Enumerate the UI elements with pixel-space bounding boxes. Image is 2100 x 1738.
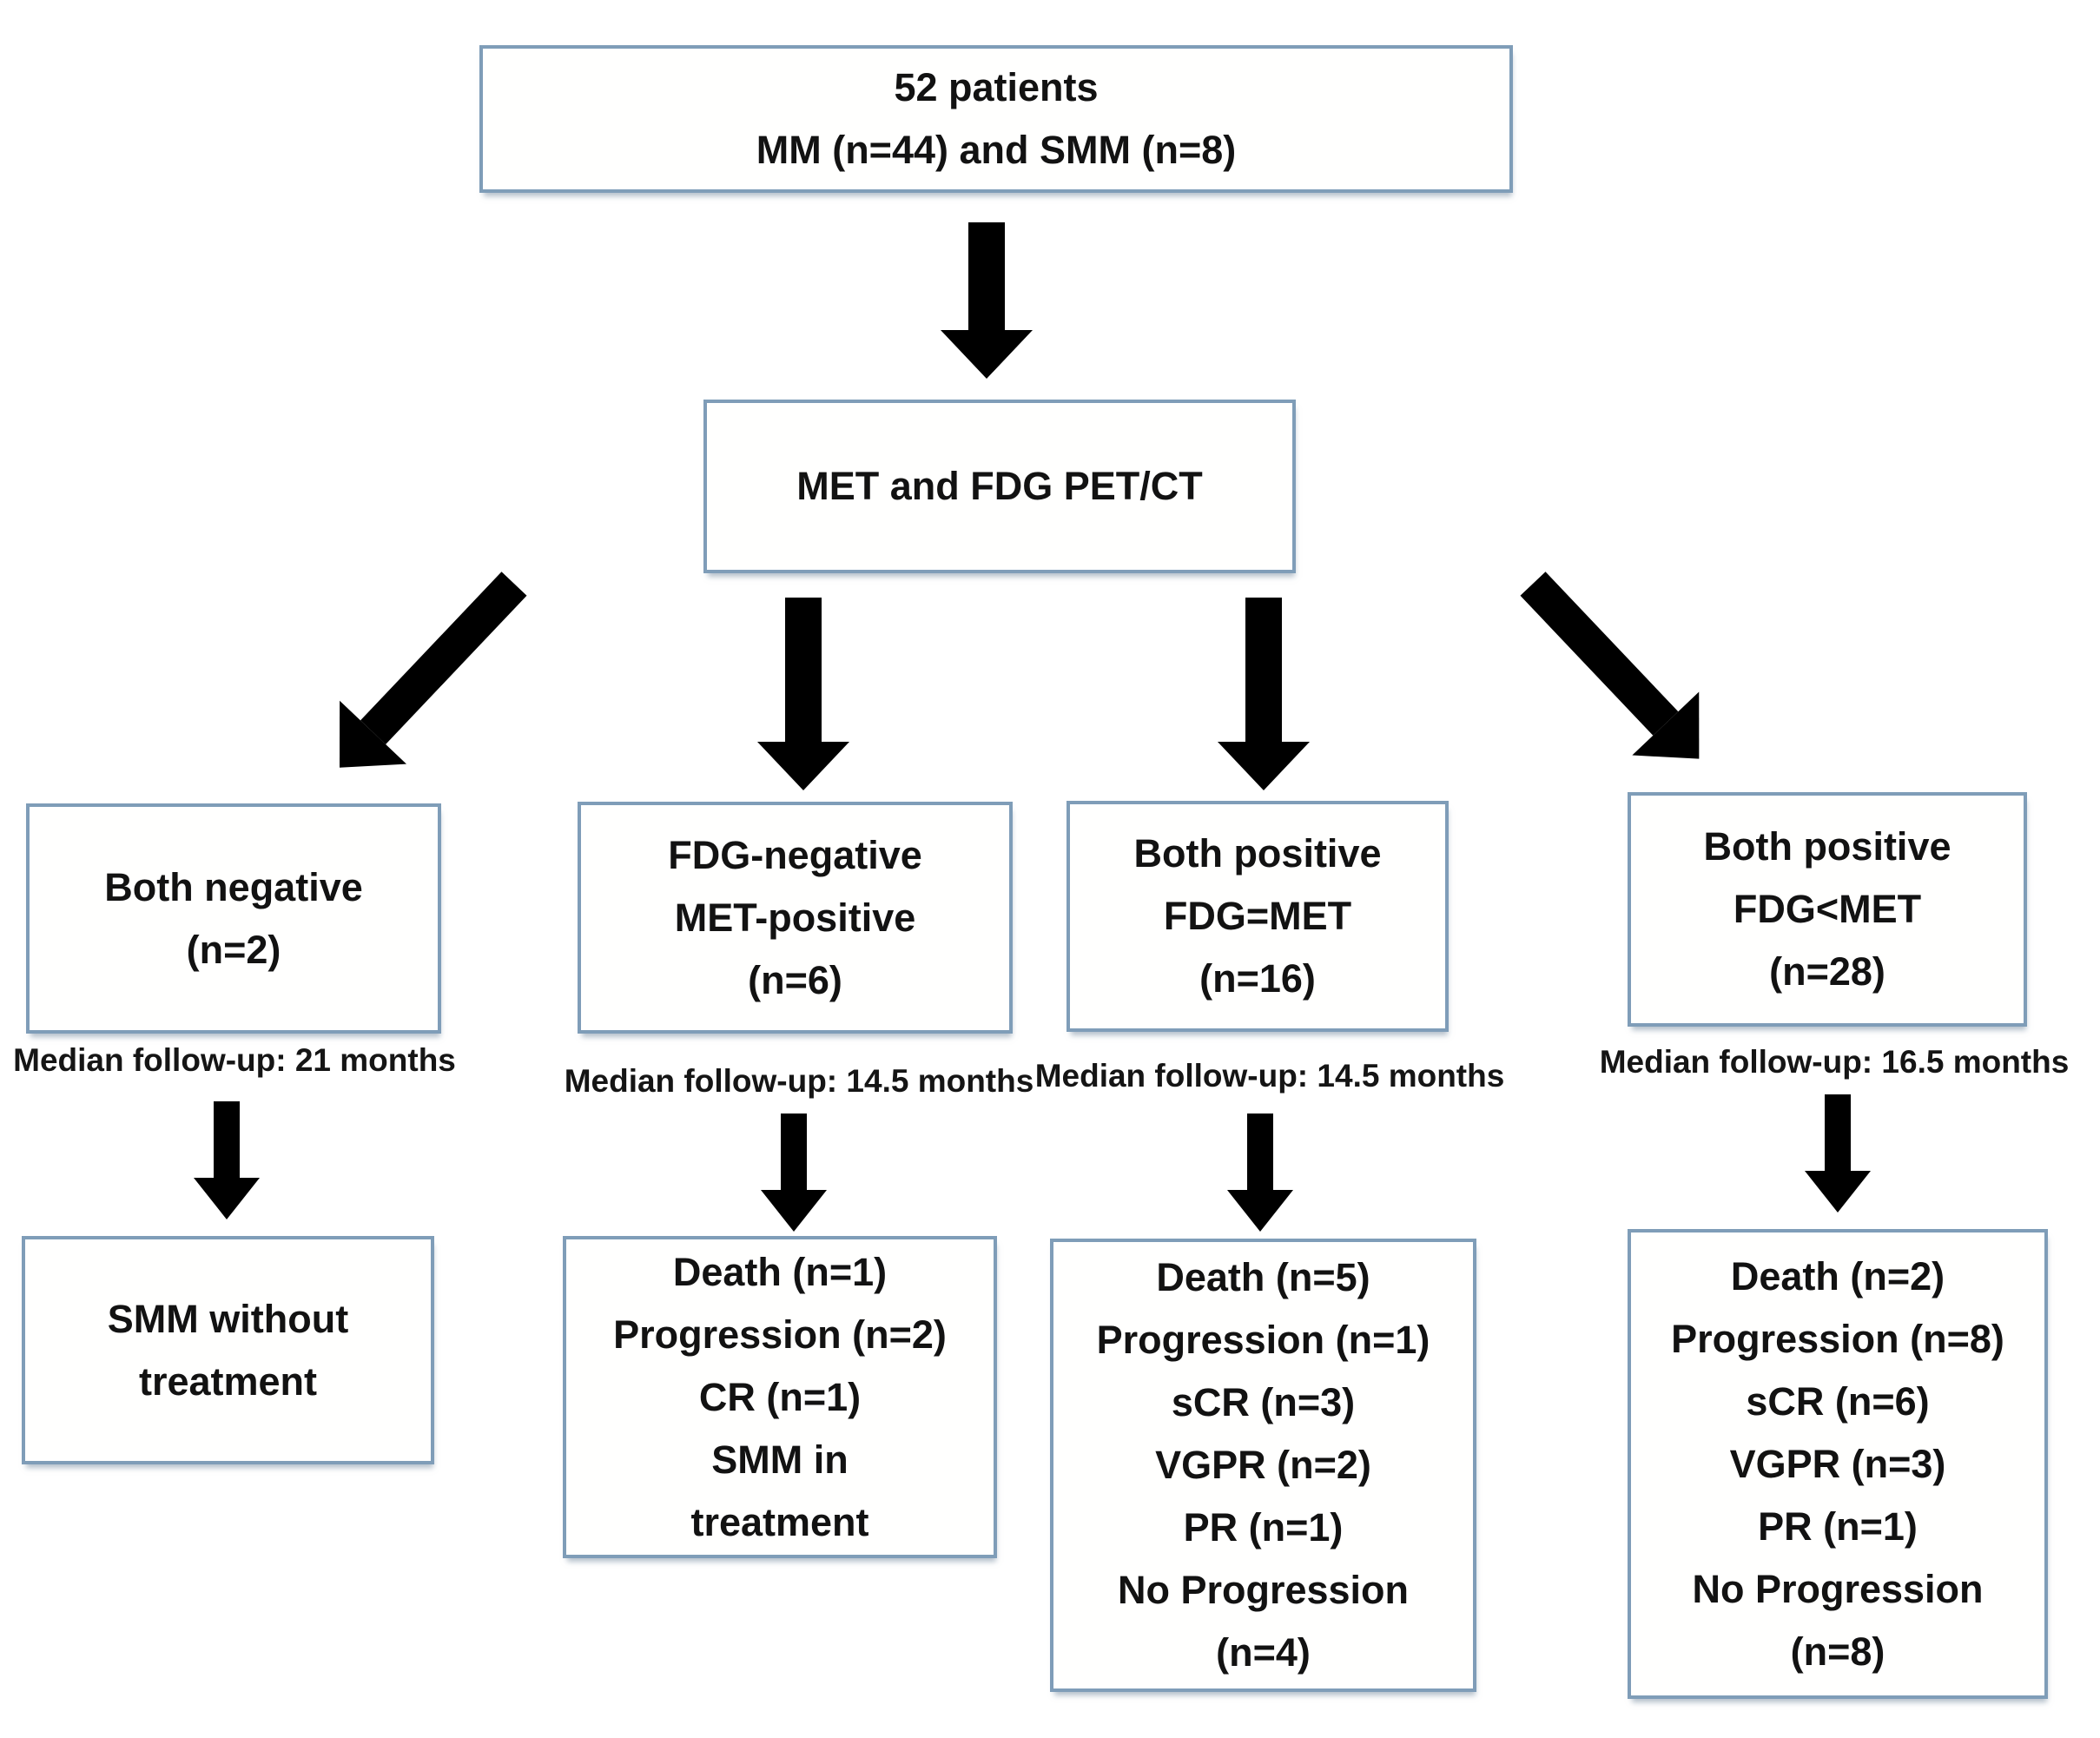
- median-followup-both-positive-equal: Median follow-up: 14.5 months: [1034, 1058, 1505, 1094]
- arrow-head: [757, 742, 849, 790]
- node-met-fdg-petct: MET and FDG PET/CT: [703, 400, 1296, 573]
- arrow-to-both-negative: [306, 552, 548, 800]
- arrow-head: [1227, 1190, 1293, 1232]
- median-followup-both-positive-less: Median follow-up: 16.5 months: [1599, 1044, 2070, 1080]
- node-both-negative: Both negative (n=2): [26, 803, 441, 1034]
- median-followup-fdg-negative-met-positive: Median follow-up: 14.5 months: [564, 1063, 1034, 1099]
- arrow-patients-to-imaging: [941, 222, 1033, 379]
- median-followup-both-negative: Median follow-up: 21 months: [13, 1042, 456, 1078]
- arrow-fdg-negative-to-outcome: [761, 1114, 827, 1232]
- node-outcome-fdg-negative-met-positive: Death (n=1) Progression (n=2) CR (n=1) S…: [563, 1236, 997, 1558]
- arrow-to-both-positive-less: [1500, 552, 1733, 791]
- arrow-head: [1805, 1171, 1871, 1213]
- node-outcome-both-positive-equal: Death (n=5) Progression (n=1) sCR (n=3) …: [1050, 1239, 1476, 1692]
- arrow-shaft: [968, 222, 1005, 330]
- arrow-both-positive-less-to-outcome: [1805, 1094, 1871, 1213]
- arrow-both-positive-equal-to-outcome: [1227, 1114, 1293, 1232]
- arrow-to-both-positive-equal: [1218, 598, 1310, 790]
- arrow-shaft: [1247, 1114, 1273, 1190]
- arrow-head: [194, 1178, 260, 1219]
- node-outcome-smm-without-treatment: SMM without treatment: [22, 1236, 434, 1464]
- arrow-shaft: [360, 572, 527, 744]
- arrow-head: [761, 1190, 827, 1232]
- arrow-shaft: [785, 598, 822, 742]
- arrow-shaft: [1245, 598, 1282, 742]
- arrow-head: [941, 330, 1033, 379]
- arrow-both-negative-to-outcome: [194, 1101, 260, 1219]
- arrow-head: [1218, 742, 1310, 790]
- arrow-to-fdg-negative-met-positive: [757, 598, 849, 790]
- node-fdg-negative-met-positive: FDG-negative MET-positive (n=6): [578, 802, 1013, 1034]
- arrow-shaft: [781, 1114, 807, 1190]
- node-both-positive-equal: Both positive FDG=MET (n=16): [1067, 801, 1449, 1032]
- node-patients-total: 52 patients MM (n=44) and SMM (n=8): [479, 45, 1513, 193]
- arrow-shaft: [214, 1101, 240, 1178]
- node-outcome-both-positive-less: Death (n=2) Progression (n=8) sCR (n=6) …: [1628, 1229, 2048, 1699]
- arrow-shaft: [1825, 1094, 1851, 1171]
- arrow-shaft: [1520, 572, 1679, 736]
- node-both-positive-less: Both positive FDG<MET (n=28): [1628, 792, 2027, 1027]
